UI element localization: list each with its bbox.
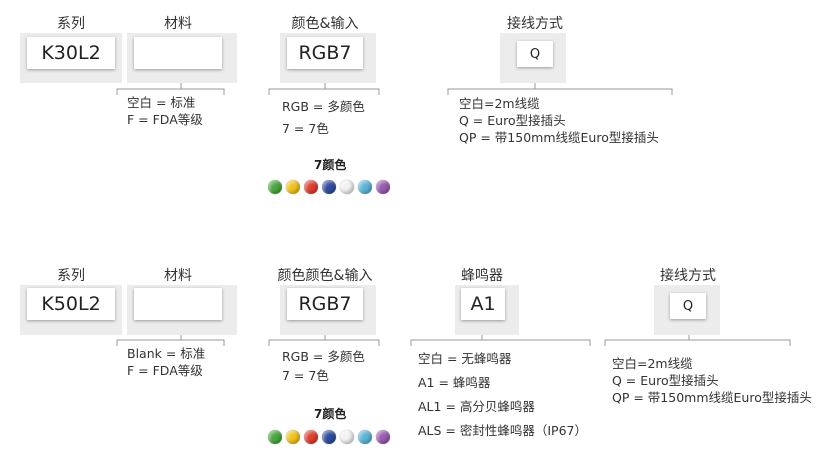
material-box [134,37,222,69]
swatch-dot [340,430,354,444]
option-item: Blank = 标准 [127,346,206,361]
option-item: 空白=2m线缆 [612,356,693,371]
swatch-dot [358,180,372,194]
swatch-title: 7颜色 [314,407,347,421]
swatch-dot [322,180,336,194]
connection-options: 空白=2m线缆 Q = Euro型接插头 QP = 带150mm线缆Euro型接… [459,95,659,146]
swatch-dot [322,430,336,444]
option-item: 空白 = 标准 [127,95,196,110]
option-item: F = FDA等级 [127,112,203,127]
color-label: 颜色&输入 [291,16,359,32]
material-label: 材料 [164,16,192,32]
buzzer-label: 蜂鸣器 [461,268,503,284]
option-item: AL1 = 高分贝蜂鸣器 [418,399,535,414]
swatch-dot [268,180,282,194]
material-options: 空白 = 标准 F = FDA等级 [127,94,203,128]
series-box: K50L2 [27,288,115,320]
connection-label: 接线方式 [507,16,563,32]
color-box: RGB7 [287,37,363,69]
swatch-dot [376,180,390,194]
series-label: 系列 [57,16,85,32]
swatch-dot [286,430,300,444]
option-item: Q = Euro型接插头 [612,373,719,388]
material-options: Blank = 标准 F = FDA等级 [127,345,205,379]
option-item: F = FDA等级 [127,363,203,378]
option-item: QP = 带150mm线缆Euro型接插头 [612,390,812,405]
material-label: 材料 [164,268,192,284]
color-options: RGB = 多颜色 7 = 7色 [282,347,365,385]
swatch-dot [376,430,390,444]
buzzer-box: A1 [461,288,505,320]
swatch-dot [340,180,354,194]
series-label: 系列 [57,268,85,284]
option-item: 7 = 7色 [282,368,329,383]
swatch-title: 7颜色 [314,158,347,172]
swatch-dot [304,430,318,444]
swatch-dot [286,180,300,194]
option-item: RGB = 多颜色 [282,349,365,364]
connection-options: 空白=2m线缆 Q = Euro型接插头 QP = 带150mm线缆Euro型接… [612,355,812,406]
color-label: 颜色颜色&输入 [277,268,373,284]
swatch-dot [268,430,282,444]
connection-box: Q [670,293,706,319]
option-item: 7 = 7色 [282,121,329,136]
option-item: Q = Euro型接插头 [459,113,566,128]
connection-label: 接线方式 [660,268,716,284]
color-options: RGB = 多颜色 7 = 7色 [282,96,365,140]
option-item: ALS = 密封性蜂鸣器（IP67） [418,423,588,438]
option-item: QP = 带150mm线缆Euro型接插头 [459,130,659,145]
swatch-dot [304,180,318,194]
option-item: RGB = 多颜色 [282,99,365,114]
option-item: 空白=2m线缆 [459,96,540,111]
material-box [134,288,222,320]
color-box: RGB7 [287,288,363,320]
connection-box: Q [517,41,553,67]
option-item: 空白 = 无蜂鸣器 [418,351,512,366]
swatch-dot [358,430,372,444]
buzzer-options: 空白 = 无蜂鸣器 A1 = 蜂鸣器 AL1 = 高分贝蜂鸣器 ALS = 密封… [418,347,587,443]
option-item: A1 = 蜂鸣器 [418,375,491,390]
series-box: K30L2 [27,37,115,69]
